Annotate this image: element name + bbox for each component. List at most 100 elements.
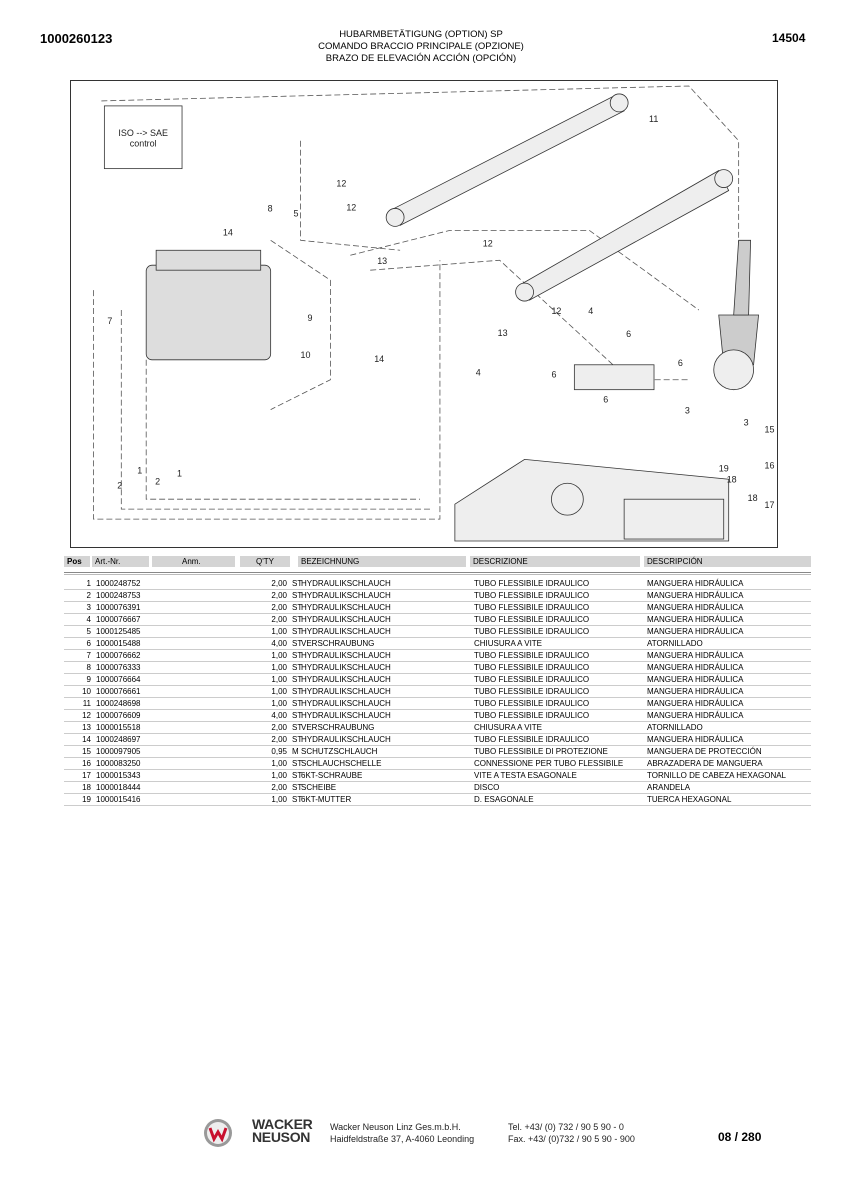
- descripcion-cell: MANGUERA HIDRÁULICA: [647, 579, 744, 588]
- art-nr-cell: 1000076333: [96, 663, 141, 672]
- svg-text:19: 19: [719, 463, 729, 473]
- column-header-bezeichnung: BEZEICHNUNG: [298, 556, 466, 567]
- qty-cell: 1,00: [271, 699, 287, 708]
- unit-cell: ST: [292, 735, 303, 744]
- art-nr-cell: 1000125485: [96, 627, 141, 636]
- descrizione-cell: TUBO FLESSIBILE IDRAULICO: [474, 711, 590, 720]
- unit-cell: ST: [292, 759, 303, 768]
- descripcion-cell: ATORNILLADO: [647, 723, 703, 732]
- qty-cell: 2,00: [271, 615, 287, 624]
- descrizione-cell: TUBO FLESSIBILE DI PROTEZIONE: [474, 747, 608, 756]
- descrizione-cell: TUBO FLESSIBILE IDRAULICO: [474, 699, 590, 708]
- qty-cell: 2,00: [271, 591, 287, 600]
- bezeichnung-cell: VERSCHRAUBUNG: [301, 639, 375, 648]
- pos-cell: 7: [86, 651, 91, 660]
- svg-text:2: 2: [155, 476, 160, 486]
- pos-cell: 1: [86, 579, 91, 588]
- descrizione-cell: CHIUSURA A VITE: [474, 639, 543, 648]
- art-nr-cell: 1000018444: [96, 783, 141, 792]
- column-header-descrizione: DESCRIZIONE: [470, 556, 640, 567]
- control-label: control: [130, 139, 157, 149]
- art-nr-cell: 1000015488: [96, 639, 141, 648]
- pos-cell: 16: [82, 759, 91, 768]
- joystick: [713, 239, 760, 391]
- bezeichnung-cell: HYDRAULIKSCHLAUCH: [301, 675, 391, 684]
- bezeichnung-cell: HYDRAULIKSCHLAUCH: [301, 699, 391, 708]
- svg-text:17: 17: [765, 500, 775, 510]
- unit-cell: ST: [292, 639, 303, 648]
- document-number: 1000260123: [40, 31, 113, 46]
- descrizione-cell: TUBO FLESSIBILE IDRAULICO: [474, 615, 590, 624]
- descripcion-cell: MANGUERA HIDRÁULICA: [647, 651, 744, 660]
- descripcion-cell: MANGUERA HIDRÁULICA: [647, 615, 744, 624]
- svg-text:7: 7: [107, 316, 112, 326]
- bezeichnung-cell: HYDRAULIKSCHLAUCH: [301, 663, 391, 672]
- descripcion-cell: MANGUERA DE PROTECCIÓN: [647, 747, 762, 756]
- unit-cell: ST: [292, 591, 303, 600]
- qty-cell: 1,00: [271, 651, 287, 660]
- unit-cell: ST: [292, 687, 303, 696]
- descripcion-cell: ARANDELA: [647, 783, 691, 792]
- descripcion-cell: MANGUERA HIDRÁULICA: [647, 699, 744, 708]
- descrizione-cell: TUBO FLESSIBILE IDRAULICO: [474, 627, 590, 636]
- unit-cell: ST: [292, 771, 303, 780]
- qty-cell: 1,00: [271, 687, 287, 696]
- column-header-art-nr: Art.-Nr.: [92, 556, 149, 567]
- bezeichnung-cell: SCHUTZSCHLAUCH: [301, 747, 378, 756]
- bezeichnung-cell: HYDRAULIKSCHLAUCH: [301, 603, 391, 612]
- descripcion-cell: ATORNILLADO: [647, 639, 703, 648]
- company-address: Wacker Neuson Linz Ges.m.b.H. Haidfeldst…: [330, 1121, 474, 1145]
- svg-text:12: 12: [346, 202, 356, 212]
- pos-cell: 2: [86, 591, 91, 600]
- title-es: BRAZO DE ELEVACIÓN ACCIÓN (OPCIÓN): [325, 53, 517, 64]
- tank: [454, 458, 730, 542]
- art-nr-cell: 1000097905: [96, 747, 141, 756]
- unit-cell: ST: [292, 699, 303, 708]
- svg-text:3: 3: [744, 418, 749, 428]
- pos-cell: 10: [82, 687, 91, 696]
- qty-cell: 1,00: [271, 795, 287, 804]
- unit-cell: ST: [292, 663, 303, 672]
- descripcion-cell: MANGUERA HIDRÁULICA: [647, 711, 744, 720]
- descripcion-cell: MANGUERA HIDRÁULICA: [647, 627, 744, 636]
- qty-cell: 1,00: [271, 759, 287, 768]
- unit-cell: ST: [292, 723, 303, 732]
- art-nr-cell: 1000248698: [96, 699, 141, 708]
- unit-cell: ST: [292, 675, 303, 684]
- bezeichnung-cell: HYDRAULIKSCHLAUCH: [301, 687, 391, 696]
- bezeichnung-cell: HYDRAULIKSCHLAUCH: [301, 627, 391, 636]
- art-nr-cell: 1000076391: [96, 603, 141, 612]
- distributor-block: [573, 364, 655, 391]
- art-nr-cell: 1000248697: [96, 735, 141, 744]
- iso-sae-label: ISO --> SAE: [118, 128, 168, 138]
- descripcion-cell: ABRAZADERA DE MANGUERA: [647, 759, 763, 768]
- svg-text:13: 13: [377, 256, 387, 266]
- art-nr-cell: 1000015518: [96, 723, 141, 732]
- unit-cell: ST: [292, 579, 303, 588]
- telephone: Tel. +43/ (0) 732 / 90 5 90 - 0: [508, 1122, 624, 1132]
- company-name: Wacker Neuson Linz Ges.m.b.H.: [330, 1122, 461, 1132]
- bezeichnung-cell: SCHEIBE: [301, 783, 337, 792]
- svg-text:14: 14: [223, 227, 233, 237]
- descripcion-cell: MANGUERA HIDRÁULICA: [647, 603, 744, 612]
- qty-cell: 4,00: [271, 711, 287, 720]
- art-nr-cell: 1000015343: [96, 771, 141, 780]
- descrizione-cell: D. ESAGONALE: [474, 795, 534, 804]
- art-nr-cell: 1000076662: [96, 651, 141, 660]
- svg-text:2: 2: [117, 480, 122, 490]
- bezeichnung-cell: SCHLAUCHSCHELLE: [301, 759, 382, 768]
- pos-cell: 6: [86, 639, 91, 648]
- svg-text:6: 6: [626, 329, 631, 339]
- bezeichnung-cell: HYDRAULIKSCHLAUCH: [301, 711, 391, 720]
- valve-block: [145, 249, 272, 361]
- descripcion-cell: TORNILLO DE CABEZA HEXAGONAL: [647, 771, 787, 780]
- bezeichnung-cell: HYDRAULIKSCHLAUCH: [301, 615, 391, 624]
- descrizione-cell: TUBO FLESSIBILE IDRAULICO: [474, 579, 590, 588]
